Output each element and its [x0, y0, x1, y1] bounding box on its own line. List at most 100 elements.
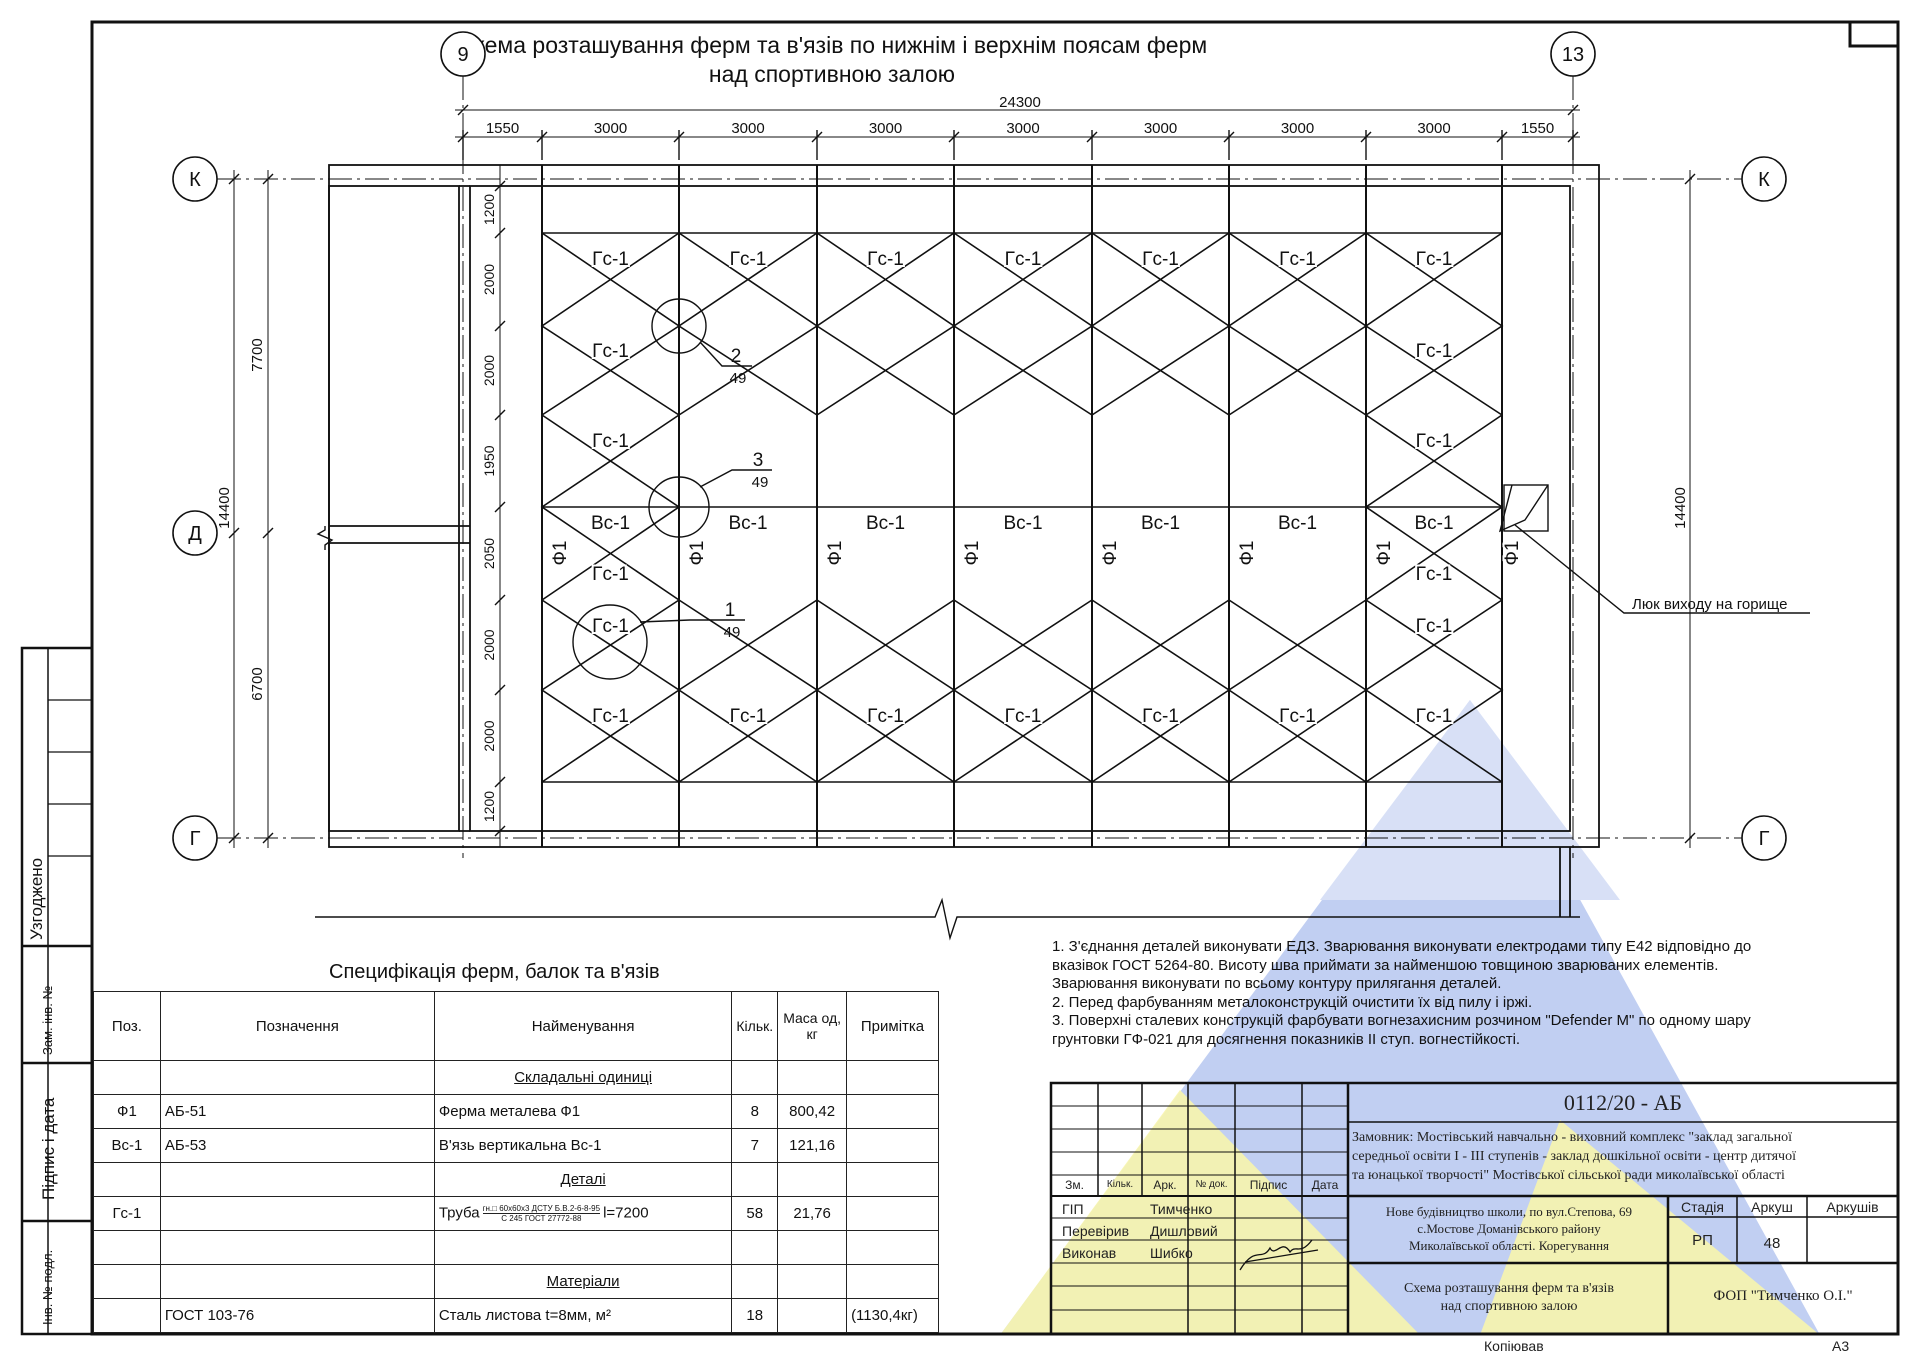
- spec-header-qty: Кільк.: [731, 991, 779, 1061]
- dimension-label: 1550: [486, 120, 519, 137]
- spec-pos: [93, 1298, 161, 1333]
- member-mark-label: Гс-1: [1279, 706, 1316, 727]
- break-line-left: [316, 526, 334, 550]
- axis-lines: [217, 76, 1742, 858]
- spec-header-pos: Поз.: [93, 991, 161, 1061]
- stamp-sheet-title: Схема розташування ферм та в'язів над сп…: [1350, 1280, 1668, 1316]
- member-mark-label: Гс-1: [1142, 249, 1179, 270]
- stamp-project-line: Нове будівництво школи, по вул.Степова, …: [1385, 1204, 1633, 1219]
- note-line: 2. Перед фарбуванням металоконструкцій о…: [1052, 993, 1533, 1011]
- stamp-customer-line: середньої освіти І - ІІІ ступенів - закл…: [1352, 1149, 1796, 1164]
- member-mark-label: Вс-1: [591, 513, 630, 534]
- drawing-title-line1: Схема розташування ферм та в'язів по ниж…: [457, 32, 1207, 58]
- callout-1-sheet: 49: [724, 624, 741, 641]
- spec-pos: Гс-1: [93, 1196, 161, 1231]
- stamp-company: ФОП "Тимченко О.І.": [1713, 1288, 1853, 1304]
- stamp-stage-header: Стадія: [1680, 1199, 1724, 1215]
- stamp-role-done: Виконав: [1062, 1245, 1117, 1261]
- stamp-col-docno: № док.: [1195, 1179, 1228, 1190]
- spec-designation: ГОСТ 103-76: [159, 1298, 435, 1333]
- stamp-project-line: Миколаївської області. Корегування: [1408, 1238, 1609, 1253]
- dimension-tick: [457, 104, 469, 116]
- brace-diagonal: [1364, 599, 1503, 783]
- dimension-tick: [228, 173, 240, 185]
- dimension-tick: [262, 832, 274, 844]
- dimension-top: [455, 109, 1580, 138]
- table-row: ГОСТ 103-76 Сталь листова t=8мм, м² 18 (…: [93, 1298, 939, 1333]
- spec-name: В'язь вертикальна Вс-1: [433, 1128, 733, 1163]
- member-mark-label: Гс-1: [1005, 249, 1042, 270]
- spec-note: [846, 1128, 939, 1163]
- stamp-col-date: Дата: [1311, 1178, 1339, 1192]
- brace-diagonal: [1364, 232, 1503, 416]
- dimension-tick: [494, 409, 506, 421]
- brace-diagonal: [1365, 599, 1504, 783]
- stamp-customer: Замовник: Мостівський навчально - виховн…: [1352, 1128, 1898, 1185]
- axis-label-k-right: К: [1758, 169, 1770, 191]
- longitudinal-members: [542, 232, 1502, 783]
- member-mark-label: Вс-1: [1003, 513, 1042, 534]
- dimension-label: 2050: [481, 538, 497, 569]
- member-mark-label: Ф1: [1100, 540, 1121, 565]
- brace-diagonal: [952, 232, 1093, 416]
- member-mark-label: Вс-1: [728, 513, 767, 534]
- axis-label-d: Д: [188, 523, 202, 545]
- dimension-tick: [494, 180, 506, 192]
- stamp-sheet-title-line: Схема розташування ферм та в'язів: [1403, 1281, 1615, 1296]
- member-mark-label: Гс-1: [867, 706, 904, 727]
- hatch-label: Люк виходу на горище: [1632, 596, 1787, 613]
- dimension-label: 2000: [481, 264, 497, 295]
- stamp-col-change: Зм.: [1065, 1178, 1084, 1192]
- dimension-label: 2000: [481, 355, 497, 386]
- brace-diagonal: [1090, 599, 1230, 783]
- axis-label-9: 9: [457, 44, 468, 66]
- dimension-label: 3000: [1006, 120, 1039, 137]
- brace-diagonal: [816, 599, 956, 783]
- spec-qty: 8: [731, 1094, 779, 1129]
- stamp-name-done: Шибко: [1150, 1245, 1193, 1261]
- brace-diagonal: [1090, 232, 1230, 416]
- dimension-tick: [1684, 173, 1696, 185]
- dimension-tick: [494, 594, 506, 606]
- member-mark-label: Гс-1: [1279, 249, 1316, 270]
- spec-header-note: Примітка: [846, 991, 939, 1061]
- dimension-label: 3000: [869, 120, 902, 137]
- callout-2-sheet: 49: [730, 370, 747, 387]
- spec-note: (1130,4кг): [846, 1298, 939, 1333]
- member-mark-label: Ф1: [1374, 540, 1395, 565]
- dimension-label: 3000: [1144, 120, 1177, 137]
- stamp-role-gip: ГІП: [1062, 1201, 1084, 1217]
- note-line: вказівок ГОСТ 5264-80. Висоту шва прийма…: [1052, 956, 1719, 974]
- member-mark-label: Гс-1: [592, 706, 629, 727]
- brace-diagonal: [677, 599, 818, 783]
- dim-top-total: 24300: [999, 94, 1041, 111]
- spec-header-row: Поз. Позначення Найменування Кільк. Маса…: [93, 991, 939, 1061]
- dimension-label: 3000: [594, 120, 627, 137]
- dimension-label: 1200: [481, 791, 497, 822]
- stamp-sheet-header: Аркуш: [1751, 1199, 1793, 1215]
- general-notes: 1. З'єднання деталей виконувати ЕДЗ. Зва…: [1052, 938, 1842, 1049]
- member-mark-label: Ф1: [1237, 540, 1258, 565]
- spec-mass: 800,42: [777, 1094, 848, 1129]
- brace-diagonal: [540, 599, 680, 783]
- spec-pos: Ф1: [93, 1094, 161, 1129]
- axis-label-k-left: К: [189, 169, 201, 191]
- spec-table: Поз. Позначення Найменування Кільк. Маса…: [93, 991, 939, 1333]
- spec-mass: [777, 1298, 848, 1333]
- spec-mass: 21,76: [777, 1196, 848, 1231]
- table-row: Ф1 АБ-51 Ферма металева Ф1 8 800,42: [93, 1094, 939, 1129]
- table-row: Складальні одиниці: [93, 1060, 939, 1095]
- callout-3-sheet: 49: [752, 474, 769, 491]
- spec-designation: АБ-53: [159, 1128, 435, 1163]
- stamp-stage-value: РП: [1692, 1232, 1713, 1249]
- dimension-tick: [228, 527, 240, 539]
- spec-name: Ферма металева Ф1: [433, 1094, 733, 1129]
- dimension-left-ticks: [228, 173, 1696, 844]
- spec-frac-bottom: С 245 ГОСТ 27772-88: [501, 1214, 582, 1223]
- member-mark-label: Ф1: [825, 540, 846, 565]
- dim-left-lower: 6700: [249, 667, 266, 700]
- member-mark-label: Ф1: [1502, 540, 1523, 565]
